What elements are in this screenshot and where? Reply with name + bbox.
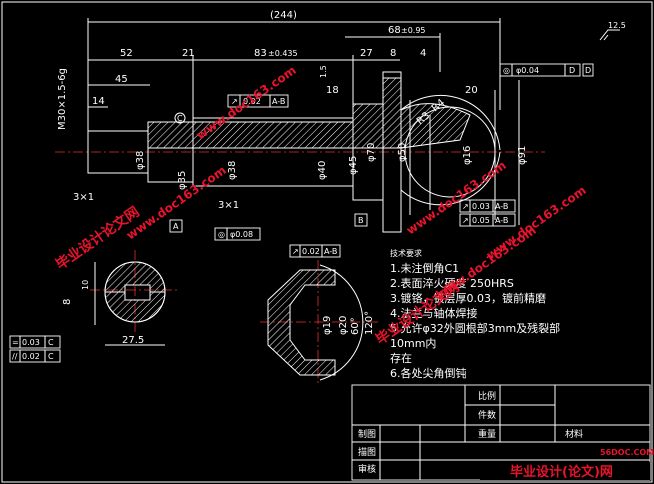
datum-labels: A B C D [169, 63, 594, 233]
dim-1-5: 1.5 [319, 65, 328, 78]
svg-text:◎: ◎ [503, 66, 510, 75]
watermark-footer: 毕业设计(论文)网 [510, 464, 613, 480]
svg-text:0.02: 0.02 [243, 97, 261, 106]
dim-18: 18 [326, 85, 339, 96]
note-4: 4.法兰与轴体焊接 [390, 306, 478, 320]
svg-text:=: = [12, 338, 19, 347]
dim-21: 21 [182, 48, 195, 59]
dim-4: 4 [420, 48, 426, 59]
svg-text:◎: ◎ [218, 230, 225, 239]
dim-dia-16: φ16 [462, 146, 473, 165]
note-3: 3.镀铬，镀层厚0.03，镀前精磨 [390, 291, 546, 305]
dim-dia-70: φ70 [366, 143, 377, 162]
dim-angle-60: 60° [350, 317, 361, 335]
dim-27-5: 27.5 [122, 335, 144, 346]
svg-text:0.02: 0.02 [22, 352, 40, 361]
svg-text:A-B: A-B [272, 97, 285, 106]
material-label: 材料 [565, 428, 583, 440]
roughness-value: 12.5 [608, 21, 626, 30]
tolerance-frame-8: // 0.02 C [9, 349, 61, 363]
tolerance-frame-2: ◎ φ0.04 D [499, 63, 581, 77]
dim-3x1-left: 3×1 [73, 192, 94, 203]
svg-text:↗: ↗ [231, 97, 238, 106]
dim-45: 45 [115, 74, 128, 85]
dim-52: 52 [120, 48, 133, 59]
drafter-label: 描图 [358, 446, 376, 458]
dim-dia-20: φ20 [338, 316, 349, 335]
svg-text:A-B: A-B [495, 216, 508, 225]
dim-dia-91: φ91 [517, 146, 528, 165]
dim-dia-35: φ35 [177, 171, 188, 190]
svg-text:φ0.08: φ0.08 [230, 230, 253, 239]
drawn-label: 制图 [358, 428, 376, 440]
dimension-lines [87, 18, 501, 131]
dim-3x1-mid: 3×1 [218, 200, 239, 211]
watermark-site: 56DOC.COM [600, 448, 654, 457]
dim-83-tol: ±0.435 [268, 49, 298, 58]
dim-10: 10 [81, 280, 90, 290]
svg-text:↗: ↗ [292, 247, 299, 256]
weight-label: 重量 [478, 428, 496, 440]
svg-text:0.02: 0.02 [302, 247, 320, 256]
tolerance-frame-7: = 0.03 C [9, 335, 61, 349]
note-5: 5.允许φ32外圆根部3mm及残裂部 [390, 321, 560, 335]
tolerance-frame-3: ◎ φ0.08 [214, 227, 261, 241]
datum-a: A [173, 222, 179, 231]
datum-b: B [358, 216, 364, 225]
shaft-main-view [55, 71, 545, 233]
dim-dia-40: φ40 [317, 161, 328, 180]
quantity-label: 件数 [478, 409, 496, 421]
tolerance-frame-1: ↗ 0.02 A-B [227, 94, 289, 108]
svg-text:C: C [48, 338, 54, 347]
dim-dia-38: φ38 [135, 151, 146, 170]
roughness-mark: 12.5 [599, 21, 626, 41]
flange-detail-view: φ19 φ20 60° 120° [260, 260, 380, 385]
datum-c: C [177, 114, 183, 123]
svg-text:0.03: 0.03 [22, 338, 40, 347]
technical-notes: 技术要求 1.未注倒角C1 2.表面淬火硬度 250HRS 3.镀铬，镀层厚0.… [390, 248, 560, 380]
tolerance-frame-6: ↗ 0.05 A-B [459, 213, 516, 227]
dim-dia-19: φ19 [322, 316, 333, 335]
dim-8: 8 [390, 48, 396, 59]
dim-14: 14 [92, 96, 105, 107]
notes-heading: 技术要求 [390, 248, 422, 258]
note-1: 1.未注倒角C1 [390, 261, 459, 275]
dim-20: 20 [465, 85, 478, 96]
dim-83: 83 [254, 48, 267, 59]
svg-text:↗: ↗ [462, 202, 469, 211]
svg-text:D: D [569, 66, 575, 75]
note-5c: 存在 [390, 351, 412, 365]
svg-text:A-B: A-B [495, 202, 508, 211]
svg-text:↗: ↗ [462, 216, 469, 225]
title-block: 比例 件数 制图 重量 材料 描图 审核 [351, 384, 651, 481]
dim-thread: M30×1.5-6g [57, 68, 68, 130]
datum-d: D [585, 66, 591, 75]
tolerance-frame-5: ↗ 0.03 A-B [459, 199, 516, 213]
dim-68: 68 [388, 25, 401, 36]
note-2: 2.表面淬火硬度 250HRS [390, 276, 514, 290]
svg-text:C: C [48, 352, 54, 361]
scale-label: 比例 [478, 390, 496, 402]
dim-angle-120: 120° [364, 311, 375, 335]
section-view: 10 8 27.5 [62, 250, 180, 346]
dim-27: 27 [360, 48, 373, 59]
dim-dia-38b: φ38 [227, 161, 238, 180]
dim-8-section: 8 [62, 299, 73, 305]
dim-dia-45: φ45 [348, 156, 359, 175]
dim-dia-50: φ50 [397, 143, 408, 162]
dim-68-tol: ±0.95 [401, 26, 426, 35]
svg-text:A-B: A-B [324, 247, 337, 256]
svg-text://: // [12, 352, 18, 361]
svg-text:0.05: 0.05 [472, 216, 490, 225]
svg-text:0.03: 0.03 [472, 202, 490, 211]
dim-overall: (244) [270, 10, 297, 21]
svg-text:φ0.04: φ0.04 [516, 66, 539, 75]
tolerance-frame-4: ↗ 0.02 A-B [289, 244, 341, 258]
note-6: 6.各处尖角倒钝 [390, 366, 467, 380]
reviewer-label: 审核 [358, 463, 376, 475]
note-5b: 10mm内 [390, 336, 436, 350]
